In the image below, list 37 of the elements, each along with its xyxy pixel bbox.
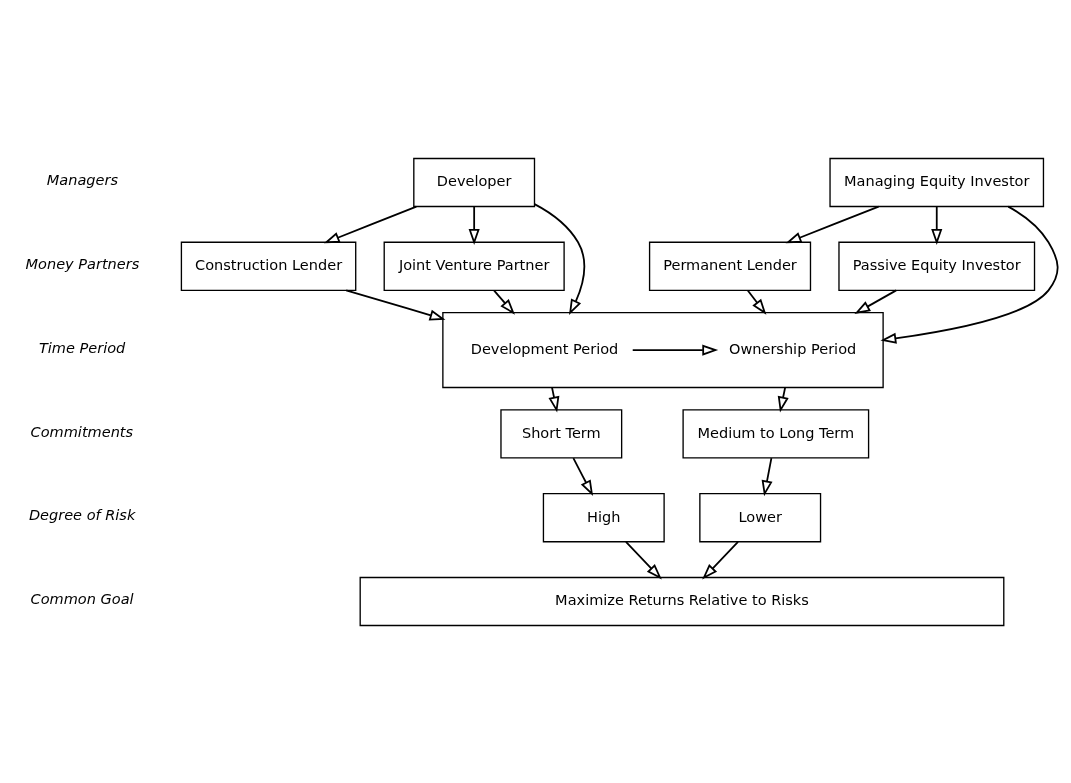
arrow [533, 202, 586, 315]
node-box: Construction Lender [180, 241, 357, 291]
label: Commitments [30, 423, 134, 440]
label: Time Period [38, 339, 126, 356]
arrow [880, 205, 1059, 344]
arrow [323, 205, 418, 243]
arrow [746, 289, 767, 315]
arrow [777, 386, 789, 412]
node-box: Passive Equity Investor [838, 241, 1036, 291]
arrow [785, 205, 880, 243]
node-box: Permanent Lender [648, 241, 812, 291]
label: Money Partners [25, 255, 140, 272]
label: Managers [46, 171, 118, 188]
cluster [442, 311, 884, 388]
arrow [493, 289, 515, 315]
label: Common Goal [30, 590, 134, 607]
node-text: Development Period [470, 340, 619, 357]
node-box: Lower [699, 492, 822, 542]
node-box: Maximize Returns Relative to Risks [359, 576, 1005, 626]
arrow [702, 540, 739, 579]
arrow [572, 456, 594, 496]
node-box: Joint Venture Partner [383, 241, 565, 291]
node-text: Ownership Period [728, 340, 857, 357]
arrow [548, 386, 560, 412]
node-box: High [542, 492, 665, 542]
node-box: Medium to Long Term [682, 408, 870, 459]
arrow [345, 288, 446, 321]
arrow [625, 540, 662, 579]
node-box: Developer [413, 157, 536, 207]
arrow [854, 288, 898, 314]
node-box: Managing Equity Investor [829, 157, 1045, 207]
arrow [468, 205, 480, 245]
arrow [631, 344, 719, 356]
label: Degree of Risk [28, 506, 136, 523]
arrow [931, 205, 943, 245]
node-box: Short Term [500, 408, 623, 459]
arrow [761, 456, 773, 496]
